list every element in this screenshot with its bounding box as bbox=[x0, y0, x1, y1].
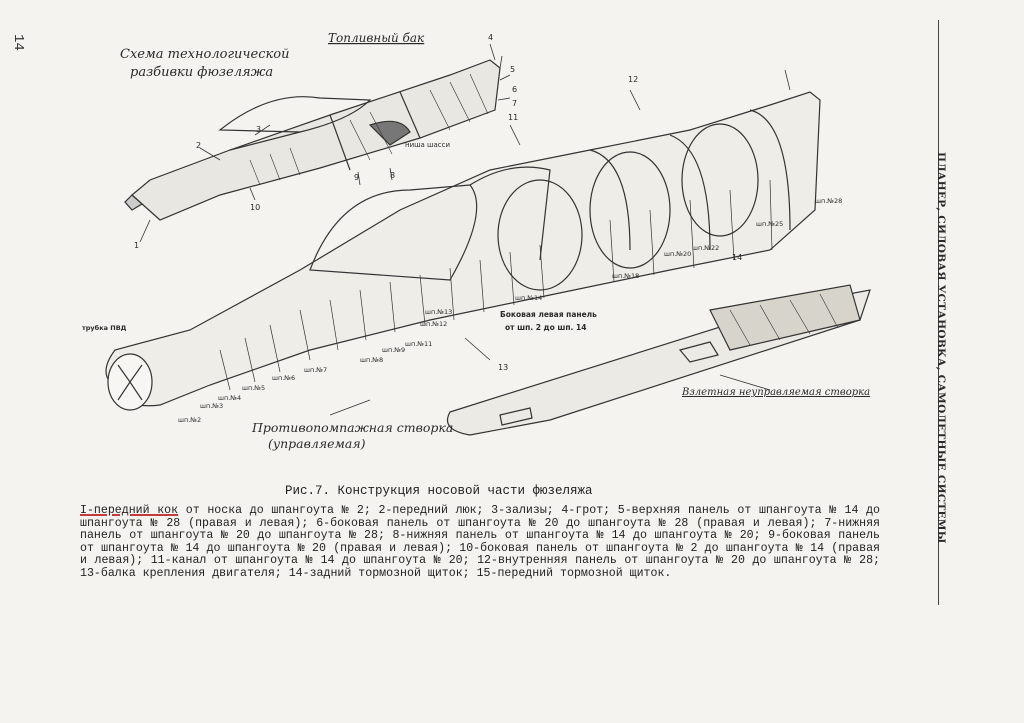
fuselage-diagram: Схема технологической разбивки фюзеляжа … bbox=[70, 20, 890, 470]
legend-text: от носка до шпангоута № 2; 2-передний лю… bbox=[80, 504, 881, 580]
frame-18: шп.№18 bbox=[612, 272, 639, 280]
frame-5: шп.№5 bbox=[242, 384, 265, 392]
callout-8: 8 bbox=[390, 171, 395, 180]
running-header: ПЛАНЕР, СИЛОВАЯ УСТАНОВКА, САМОЛЕТНЫЕ СИ… bbox=[925, 152, 957, 544]
frame-14: шп.№14 bbox=[515, 294, 542, 302]
callout-9: 9 bbox=[354, 173, 359, 182]
frame-22: шп.№22 bbox=[692, 244, 719, 252]
callout-10: 10 bbox=[250, 203, 260, 212]
frame-25: шп.№25 bbox=[756, 220, 783, 228]
frame-20: шп.№20 bbox=[664, 250, 691, 258]
side-panel-label-1: Боковая левая панель bbox=[500, 310, 597, 319]
frame-28: шп.№28 bbox=[815, 197, 842, 205]
callout-4: 4 bbox=[488, 33, 493, 42]
fuel-tank-label: Топливный бак bbox=[328, 31, 425, 45]
page-number: 14 bbox=[10, 34, 26, 51]
frame-7: шп.№7 bbox=[304, 366, 327, 374]
takeoff-door-label: Взлетная неуправляемая створка bbox=[681, 387, 870, 398]
figure-caption: Рис.7. Конструкция носовой части фюзеляж… bbox=[285, 484, 593, 498]
callout-2: 2 bbox=[196, 141, 201, 150]
callout-13: 13 bbox=[498, 363, 508, 372]
side-panel-label-2: от шп. 2 до шп. 14 bbox=[505, 323, 586, 332]
scheme-title-line1: Схема технологической bbox=[120, 47, 289, 62]
callout-12: 12 bbox=[628, 75, 638, 84]
frame-9: шп.№9 bbox=[382, 346, 405, 354]
anti-surge-door-label-1: Противопомпажная створка bbox=[251, 420, 453, 435]
callout-6: 6 bbox=[512, 85, 517, 94]
callout-1: 1 bbox=[134, 241, 139, 250]
chassis-niche-label: ниша шасси bbox=[405, 141, 450, 149]
frame-6: шп.№6 bbox=[272, 374, 295, 382]
frame-8: шп.№8 bbox=[360, 356, 383, 364]
inset-scheme bbox=[124, 59, 501, 221]
frame-3: шп.№3 bbox=[200, 402, 223, 410]
legend-highlight: I-передний кок bbox=[80, 504, 179, 517]
callout-7: 7 bbox=[512, 99, 517, 108]
scheme-title-line2: разбивки фюзеляжа bbox=[130, 65, 273, 80]
callout-3: 3 bbox=[256, 125, 261, 134]
pitot-tube-label: трубка ПВД bbox=[82, 324, 127, 332]
frame-4: шп.№4 bbox=[218, 394, 241, 402]
frame-12: шп.№12 bbox=[420, 320, 447, 328]
callout-5: 5 bbox=[510, 65, 515, 74]
frame-2: шп.№2 bbox=[178, 416, 201, 424]
lower-doors bbox=[446, 284, 871, 436]
frame-13: шп.№13 bbox=[425, 308, 452, 316]
anti-surge-door-label-2: (управляемая) bbox=[268, 436, 366, 451]
frame-11: шп.№11 bbox=[405, 340, 432, 348]
side-rule bbox=[938, 20, 939, 605]
figure-legend: I-передний кок от носка до шпангоута № 2… bbox=[80, 504, 881, 581]
callout-14: 14 bbox=[732, 253, 742, 262]
callout-11: 11 bbox=[508, 113, 518, 122]
running-header-text: ПЛАНЕР, СИЛОВАЯ УСТАНОВКА, САМОЛЕТНЫЕ СИ… bbox=[935, 152, 947, 544]
fuselage-drawing: Схема технологической разбивки фюзеляжа … bbox=[82, 31, 871, 451]
main-fuselage bbox=[105, 91, 821, 411]
